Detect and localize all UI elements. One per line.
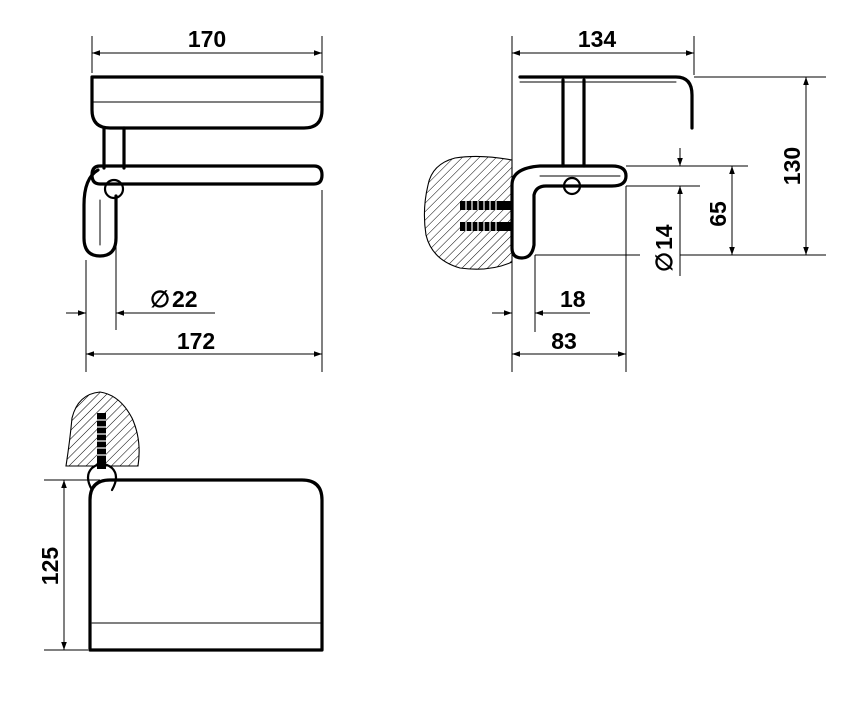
support-post-side bbox=[561, 78, 586, 168]
support-post bbox=[102, 126, 126, 170]
dimension-label-22: 22 bbox=[172, 286, 198, 312]
dimension-label-125: 125 bbox=[37, 547, 63, 586]
dimension-label-18: 18 bbox=[560, 286, 586, 312]
bar-end-knob bbox=[103, 178, 125, 200]
cover-body bbox=[88, 478, 324, 652]
wall-bracket bbox=[510, 164, 628, 260]
top-view: 170 ∅ 22 172 bbox=[66, 26, 324, 372]
wall-screw-lower bbox=[460, 222, 512, 231]
dimension-label-83: 83 bbox=[551, 328, 577, 354]
diameter-symbol: ∅ bbox=[150, 286, 170, 312]
bracket-end-knob bbox=[562, 176, 582, 196]
dimension-label-134: 134 bbox=[578, 26, 617, 52]
dimension-label-130: 130 bbox=[779, 147, 805, 185]
mounting-knob bbox=[86, 462, 118, 492]
hook bbox=[82, 168, 118, 258]
diameter-symbol-14: ∅ bbox=[651, 252, 677, 272]
roll-bar bbox=[90, 164, 324, 186]
screw-threads bbox=[465, 201, 497, 231]
dimension-label-14: 14 bbox=[651, 224, 677, 250]
wall-section bbox=[423, 155, 513, 270]
shelf-plate-outline bbox=[90, 75, 324, 130]
wall-screw-upper bbox=[460, 201, 512, 210]
dimension-label-65: 65 bbox=[705, 201, 731, 227]
shelf-curl bbox=[518, 75, 694, 130]
dimension-label-172: 172 bbox=[177, 328, 215, 354]
side-view: 134 130 65 ∅ 14 18 83 bbox=[423, 26, 826, 372]
front-view: 125 bbox=[37, 391, 324, 652]
dimension-label-170: 170 bbox=[188, 26, 226, 52]
vertical-screw-threads bbox=[97, 419, 106, 456]
